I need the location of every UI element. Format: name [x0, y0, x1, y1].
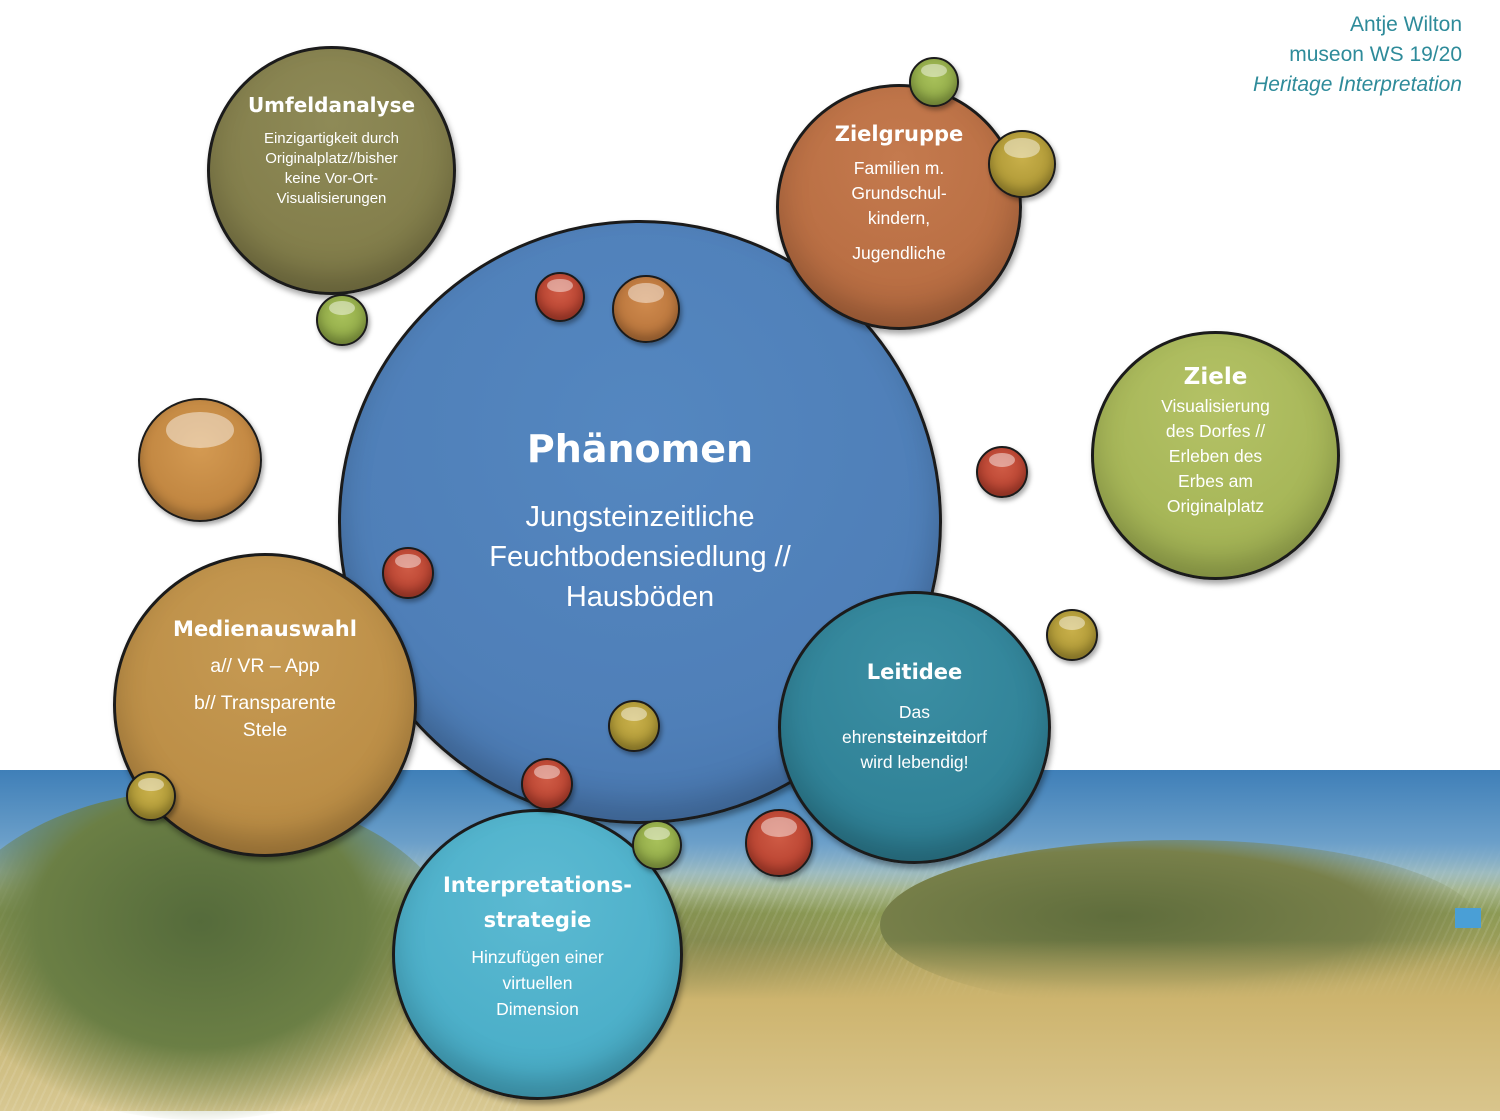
umfeldanalyse-line: Originalplatz//bisher	[265, 149, 398, 167]
leitidee-bubble: Leitidee Das ehrensteinzeitdorf wird leb…	[778, 591, 1051, 864]
decorative-sphere	[988, 130, 1056, 198]
author-credit: Antje Wilton museon WS 19/20 Heritage In…	[1253, 10, 1462, 100]
leitidee-line-3: wird lebendig!	[860, 752, 969, 772]
ziele-line: Erbes am	[1178, 471, 1253, 491]
ziele-line: des Dorfes //	[1165, 421, 1266, 441]
zielgruppe-line: Familien m.	[853, 158, 945, 178]
leitidee-line-2-bold: steinzeit	[886, 727, 957, 747]
medienauswahl-text: a// VR – App b// Transparente Stele	[194, 653, 336, 744]
blue-hut	[1455, 908, 1481, 928]
decorative-sphere	[745, 809, 813, 877]
decorative-sphere	[521, 758, 573, 810]
medienauswahl-title: Medienauswahl	[173, 616, 357, 641]
medienauswahl-line: a// VR – App	[210, 654, 320, 677]
umfeldanalyse-title: Umfeldanalyse	[247, 92, 416, 117]
decorative-sphere	[1046, 609, 1098, 661]
phaenomen-title: Phänomen	[526, 427, 754, 471]
interpretationsstrategie-title-line-2: strategie	[483, 907, 592, 932]
decorative-sphere	[612, 275, 680, 343]
decorative-sphere	[126, 771, 176, 821]
phaenomen-line-2: Feuchtbodensiedlung //	[489, 541, 791, 573]
credit-subject: Heritage Interpretation	[1253, 73, 1462, 96]
decorative-sphere	[632, 820, 682, 870]
zielgruppe-title: Zielgruppe	[834, 122, 964, 146]
decorative-sphere	[535, 272, 585, 322]
phaenomen-text: Jungsteinzeitliche Feuchtbodensiedlung /…	[489, 497, 791, 617]
ziele-title: Ziele	[1183, 364, 1248, 390]
decorative-sphere	[138, 398, 262, 522]
credit-course: museon WS 19/20	[1289, 43, 1462, 66]
grass-field	[520, 940, 1500, 1111]
umfeldanalyse-line: Einzigartigkeit durch	[263, 129, 400, 147]
leitidee-line-1: Das	[898, 702, 931, 722]
decorative-sphere	[316, 294, 368, 346]
ziele-line: Visualisierung	[1161, 396, 1270, 416]
umfeldanalyse-line: keine Vor-Ort-	[284, 169, 379, 187]
credit-author: Antje Wilton	[1349, 13, 1462, 36]
zielgruppe-line: Grundschul-	[851, 183, 947, 203]
interpretationsstrategie-text: Hinzufügen einer virtuellen Dimension	[471, 944, 603, 1022]
interpretationsstrategie-line: Dimension	[496, 998, 579, 1019]
ziele-text: Visualisierung des Dorfes // Erleben des…	[1161, 394, 1270, 519]
interpretationsstrategie-line: virtuellen	[502, 972, 573, 993]
ziele-line: Erleben des	[1168, 446, 1263, 466]
ziele-line: Originalplatz	[1166, 496, 1265, 516]
interpretationsstrategie-line: Hinzufügen einer	[471, 946, 604, 967]
leitidee-title: Leitidee	[866, 660, 963, 684]
leitidee-line-2-post: dorf	[956, 727, 987, 747]
umfeldanalyse-bubble: Umfeldanalyse Einzigartigkeit durch Orig…	[207, 46, 456, 295]
decorative-sphere	[909, 57, 959, 107]
interpretationsstrategie-title-line-1: Interpretations-	[442, 872, 633, 897]
ziele-bubble: Ziele Visualisierung des Dorfes // Erleb…	[1091, 331, 1340, 580]
leitidee-line-2-pre: ehren	[842, 727, 887, 747]
umfeldanalyse-line: Visualisierungen	[276, 189, 387, 207]
leitidee-line-2: ehrensteinzeitdorf	[842, 725, 987, 750]
medienauswahl-line: Stele	[242, 718, 288, 741]
medienauswahl-line: b// Transparente	[193, 691, 336, 714]
phaenomen-line-1: Jungsteinzeitliche	[525, 501, 755, 533]
decorative-sphere	[608, 700, 660, 752]
umfeldanalyse-text: Einzigartigkeit durch Originalplatz//bis…	[264, 129, 399, 209]
zielgruppe-line: kindern,	[867, 208, 931, 228]
decorative-sphere	[382, 547, 434, 599]
zielgruppe-bubble: Zielgruppe Familien m. Grundschul- kinde…	[776, 84, 1022, 330]
leitidee-text: Das ehrensteinzeitdorf wird lebendig!	[842, 700, 987, 775]
interpretationsstrategie-title: Interpretations- strategie	[443, 868, 632, 938]
zielgruppe-text: Familien m. Grundschul- kindern, Jugendl…	[851, 156, 946, 266]
decorative-sphere	[976, 446, 1028, 498]
phaenomen-line-3: Hausböden	[565, 581, 715, 613]
zielgruppe-line: Jugendliche	[852, 243, 946, 263]
